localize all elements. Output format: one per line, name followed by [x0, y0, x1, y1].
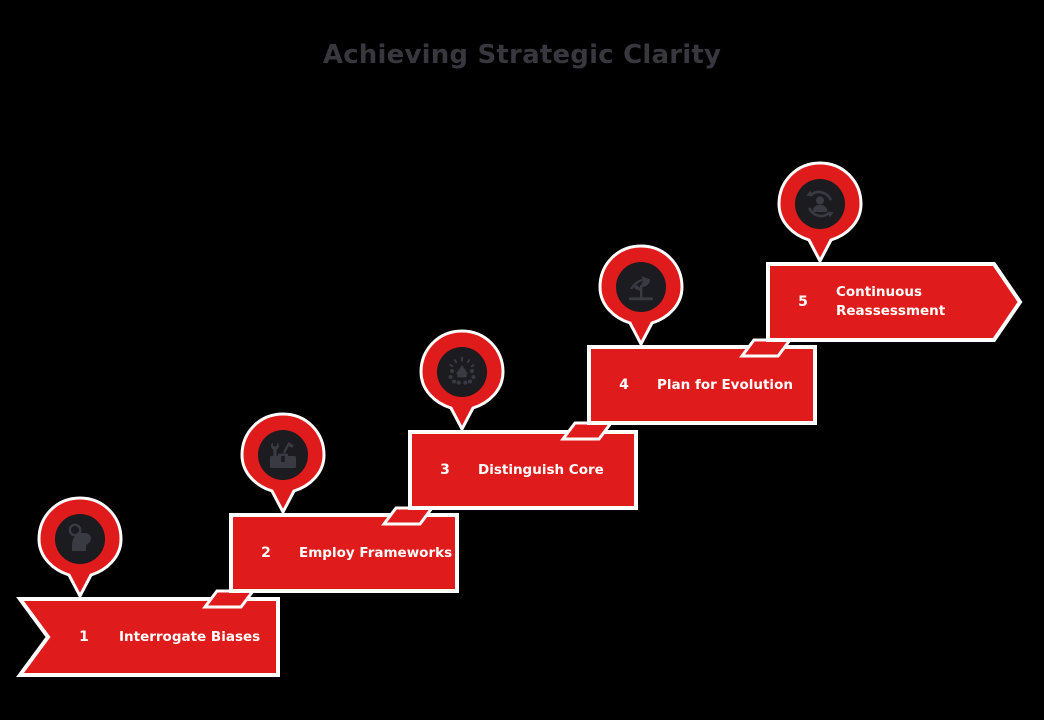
person-refresh-cycle-icon — [802, 186, 838, 222]
core-network-nodes-icon — [444, 354, 480, 390]
growing-plant-icon — [623, 269, 659, 305]
step-4-pin-marker[interactable] — [598, 244, 684, 348]
step-5-pin-marker[interactable] — [777, 161, 863, 265]
step-5-banner[interactable]: 5 Continuous Reassessment — [739, 262, 1028, 360]
step-2-pin-marker[interactable] — [240, 412, 326, 516]
step-1-pin-marker[interactable] — [37, 496, 123, 600]
step-3-banner[interactable]: 3 Distinguish Core — [381, 430, 642, 528]
head-with-magnifier-icon — [62, 521, 98, 557]
page-title: Achieving Strategic Clarity — [322, 40, 722, 70]
step-3-pin-marker[interactable] — [419, 329, 505, 433]
toolbox-with-tools-icon — [265, 437, 301, 473]
